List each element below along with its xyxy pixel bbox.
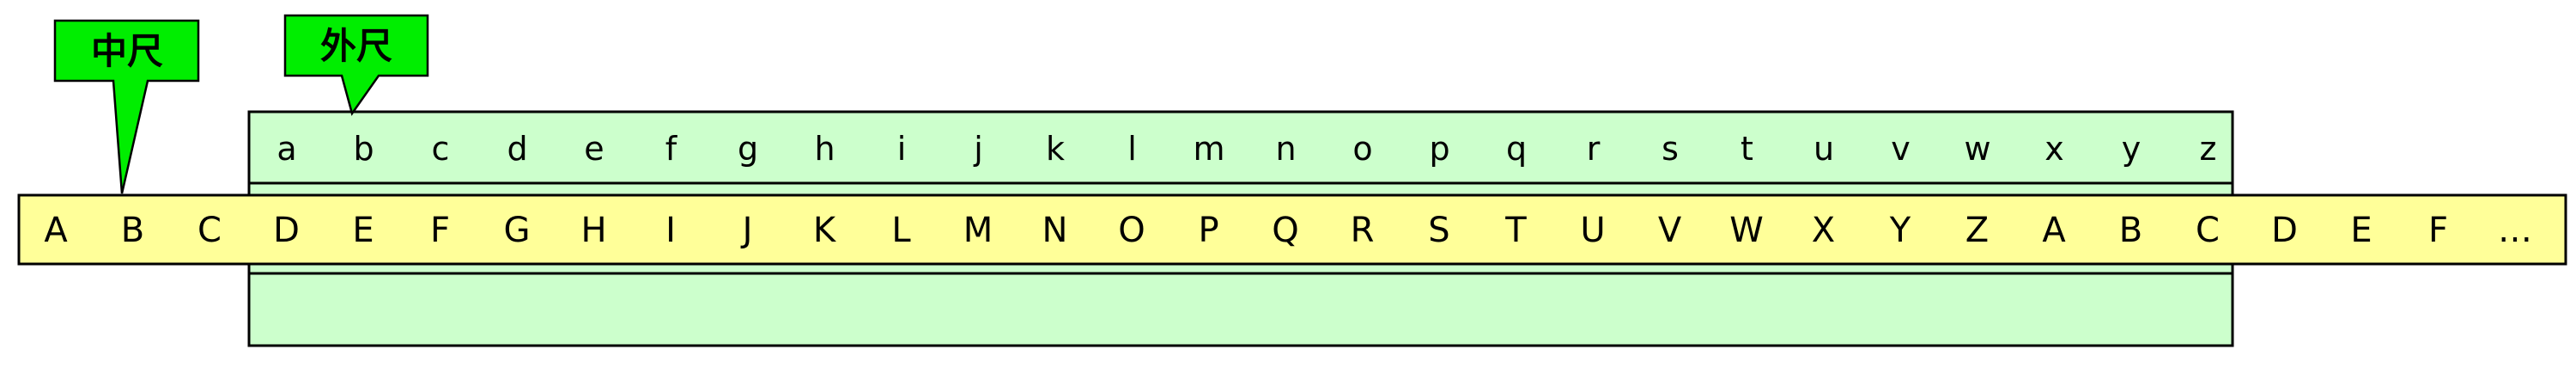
outer-scale-letter: h bbox=[814, 130, 835, 168]
middle-scale-letter: N bbox=[1042, 211, 1068, 250]
middle-scale-letter: … bbox=[2498, 211, 2532, 250]
middle-scale-letter: O bbox=[1118, 211, 1145, 250]
middle-scale-letter: C bbox=[197, 211, 222, 250]
middle-scale-letter: F bbox=[430, 211, 450, 250]
outer-scale-letter: l bbox=[1127, 130, 1137, 168]
outer-scale-letter: w bbox=[1964, 130, 1990, 168]
middle-scale-letter: P bbox=[1198, 211, 1218, 250]
middle-scale-letter: C bbox=[2196, 211, 2220, 250]
outer-scale-letter: j bbox=[973, 130, 983, 168]
middle-scale-letter: I bbox=[665, 211, 676, 250]
middle-scale-letter: F bbox=[2428, 211, 2448, 250]
outer-scale-callout-label: 外尺 bbox=[320, 25, 392, 67]
outer-scale-letter: x bbox=[2044, 130, 2064, 168]
outer-scale-letter: n bbox=[1275, 130, 1296, 168]
outer-scale-letter: e bbox=[584, 130, 604, 168]
outer-scale-letter: i bbox=[897, 130, 907, 168]
outer-scale-letter: u bbox=[1814, 130, 1834, 168]
middle-scale-strip bbox=[17, 193, 2567, 266]
outer-scale-callout-shape bbox=[283, 14, 429, 116]
middle-scale-callout-shape bbox=[53, 19, 200, 194]
outer-scale-letter: m bbox=[1193, 130, 1224, 168]
outer-scale-letter: f bbox=[665, 130, 678, 168]
outer-scale-letter: z bbox=[2200, 130, 2217, 168]
middle-scale-letter: Y bbox=[1889, 211, 1911, 250]
middle-scale-letter: Q bbox=[1272, 211, 1298, 250]
middle-scale-letter: E bbox=[352, 211, 374, 250]
middle-scale-letter: B bbox=[2119, 211, 2142, 250]
middle-scale-letters: A B C D E F G H I J K L M N O P Q R S T U V W X Y Z A B C D E F … bbox=[44, 211, 2532, 250]
middle-scale-letter: M bbox=[963, 211, 993, 250]
middle-scale-letter: G bbox=[504, 211, 531, 250]
outer-scale-letters: a b c d e f g h i j k l m n o p q r s t u v w x y z bbox=[276, 130, 2216, 168]
outer-scale-letter: b bbox=[353, 130, 374, 168]
outer-scale-letter: p bbox=[1429, 130, 1449, 168]
outer-scale-letter: q bbox=[1506, 130, 1527, 168]
outer-scale-letter: c bbox=[432, 130, 450, 168]
middle-scale-letter: T bbox=[1504, 211, 1527, 250]
outer-scale-letter: t bbox=[1741, 130, 1753, 168]
middle-scale-letter: R bbox=[1351, 211, 1375, 250]
middle-scale-letter: U bbox=[1580, 211, 1605, 250]
middle-scale-letter: V bbox=[1658, 211, 1682, 250]
middle-scale-letter: E bbox=[2350, 211, 2372, 250]
outer-scale-letter: r bbox=[1587, 130, 1601, 168]
middle-scale-callout-label: 中尺 bbox=[91, 30, 163, 72]
outer-scale-letter: y bbox=[2122, 130, 2142, 168]
middle-scale-letter: H bbox=[580, 211, 606, 250]
middle-scale-letter: D bbox=[273, 211, 300, 250]
middle-scale-letter: X bbox=[1812, 211, 1835, 250]
outer-scale-letter: k bbox=[1046, 130, 1065, 168]
middle-scale-letter: J bbox=[740, 211, 753, 250]
middle-scale-letter: S bbox=[1428, 211, 1449, 250]
middle-scale-letter: A bbox=[44, 211, 68, 250]
middle-scale-letter: Z bbox=[1965, 211, 1989, 250]
middle-scale-letter: A bbox=[2042, 211, 2066, 250]
middle-scale-letter: W bbox=[1729, 211, 1764, 250]
middle-scale-letter: L bbox=[891, 211, 911, 250]
outer-scale-letter: v bbox=[1891, 130, 1911, 168]
outer-scale-letter: a bbox=[276, 130, 296, 168]
outer-scale-letter: g bbox=[738, 130, 758, 168]
middle-scale-letter: B bbox=[121, 211, 144, 250]
middle-scale-letter: K bbox=[813, 211, 837, 250]
outer-scale-letter: o bbox=[1352, 130, 1372, 168]
outer-scale-letter: d bbox=[507, 130, 527, 168]
outer-scale-letter: s bbox=[1662, 130, 1679, 168]
middle-scale-letter: D bbox=[2271, 211, 2298, 250]
middle-scale-callout: 中尺 bbox=[53, 19, 200, 194]
outer-scale-callout: 外尺 bbox=[283, 14, 429, 116]
